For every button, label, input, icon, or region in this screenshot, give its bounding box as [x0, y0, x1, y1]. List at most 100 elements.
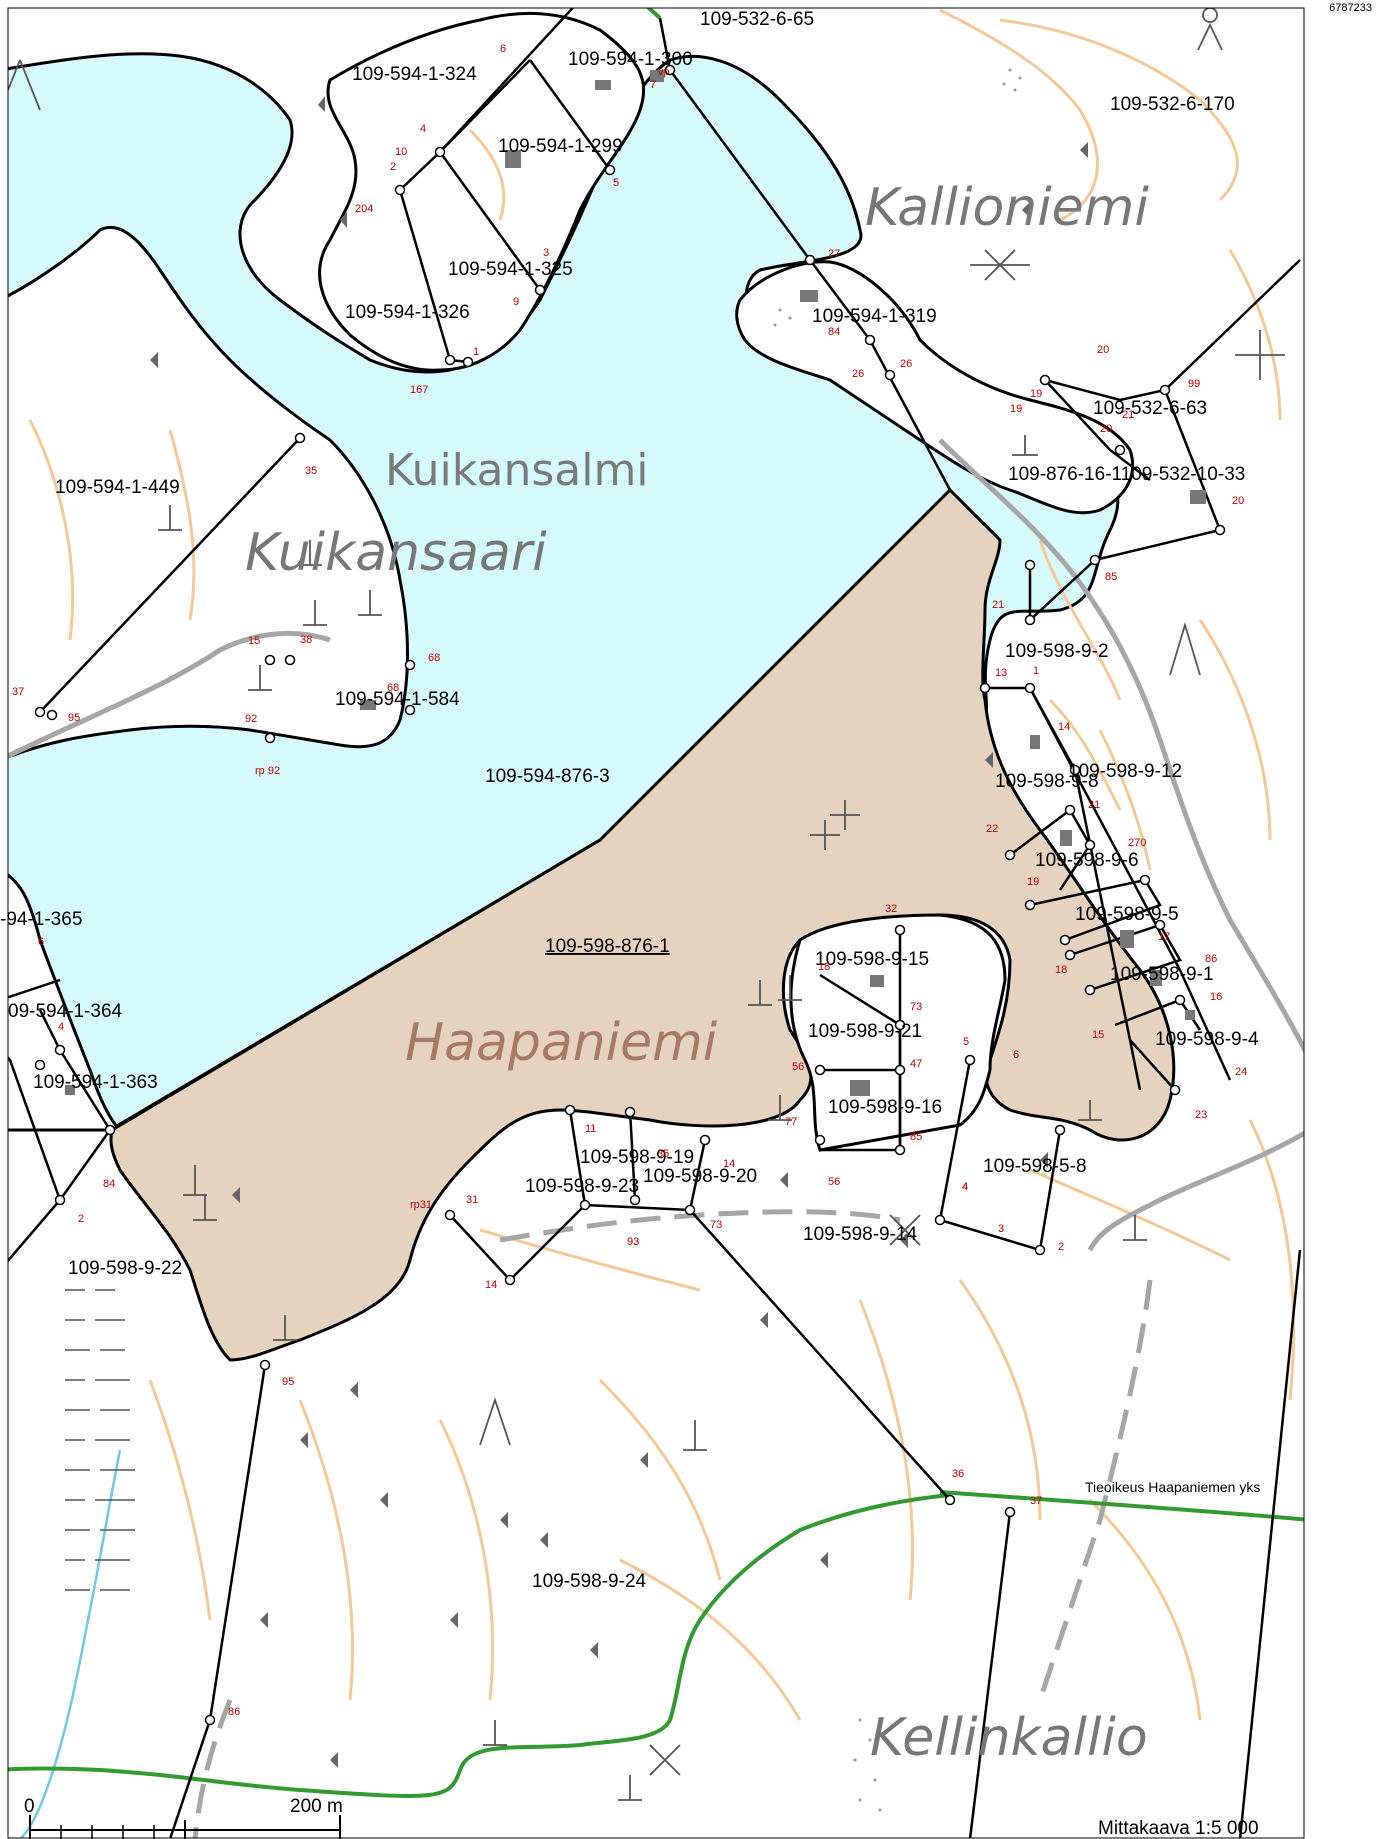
point-number: vp: [658, 66, 670, 78]
place-names: Kallioniemi Kuikansalmi Kuikansaari Haap…: [245, 178, 1149, 1768]
point-number: 36: [952, 1468, 964, 1480]
place-kuikansaari: Kuikansaari: [245, 523, 547, 583]
parcel-label: 109-598-9-22: [68, 1258, 182, 1279]
point-number: 4: [58, 1021, 64, 1033]
point-number: 99: [1188, 378, 1200, 390]
marsh-symbols: [65, 1289, 135, 1591]
point-number: 24: [1235, 1066, 1247, 1078]
point-number: 1: [473, 346, 479, 358]
parcel-label: 109-532-6-170: [1110, 94, 1235, 115]
parcel-label: 109-594-1-449: [55, 477, 180, 498]
place-kallioniemi: Kallioniemi: [865, 178, 1149, 238]
buildings: [65, 70, 1206, 1096]
point-number: rp 92: [255, 765, 280, 777]
scale-text: Mittakaava 1:5 000: [1098, 1818, 1259, 1839]
parcel-label: 109-598-9-16: [828, 1097, 942, 1118]
point-number: 38: [300, 634, 312, 646]
point-number: 26: [852, 368, 864, 380]
point-number: 6: [500, 43, 506, 55]
map-frame: [7, 7, 1305, 1839]
point-number: 68: [387, 682, 399, 694]
parcel-label: 109-532-6-65: [700, 9, 814, 30]
parcel-labels: 109-532-6-65 109-594-1-324 109-594-1-300…: [0, 9, 1259, 1592]
parcel-label: 109-594-1-584: [335, 689, 460, 710]
parcel-label: 109-598-9-23: [525, 1176, 639, 1197]
parcel-label: 109-598-9-8: [995, 771, 1099, 792]
point-number: 37: [12, 686, 24, 698]
parcel-label: 109-598-9-19: [580, 1147, 694, 1168]
parcel-label: 109-594-1-299: [498, 136, 623, 157]
scale-bar: 0 200 m: [24, 1796, 343, 1839]
parcel-label: 109-598-9-4: [1155, 1029, 1259, 1050]
point-number: 2: [78, 1213, 84, 1225]
scale-start: 0: [24, 1796, 35, 1817]
parcel-label: 109-598-9-20: [643, 1166, 757, 1187]
lake-kuikansalmi: [8, 52, 1120, 1132]
point-number: 2: [1058, 1241, 1064, 1253]
parcel-label: 109-594-1-326: [345, 302, 470, 323]
parcel-label: 109-598-9-12: [1068, 761, 1182, 782]
point-number: 19: [1030, 388, 1042, 400]
point-number: 26: [900, 358, 912, 370]
point-number: 18: [818, 961, 830, 973]
point-number: 7: [650, 79, 656, 91]
point-number: 3: [998, 1223, 1004, 1235]
parcel-label: 109-598-876-1: [545, 936, 670, 957]
parcel-label: 109-594-1-325: [448, 259, 573, 280]
point-number: 93: [627, 1236, 639, 1248]
point-number: 13: [995, 667, 1007, 679]
point-number: 84: [103, 1178, 115, 1190]
parcel-label: -94-1-365: [0, 909, 82, 930]
point-number: 21: [1122, 409, 1134, 421]
point-number: 68: [428, 652, 440, 664]
point-number: 84: [828, 326, 840, 338]
parcel-label: 109-876-16-1109-532-10-33: [1008, 464, 1245, 485]
point-number: 4: [962, 1181, 968, 1193]
point-number: 35: [305, 465, 317, 477]
point-number: 5: [613, 177, 619, 189]
point-number: 86: [1205, 953, 1217, 965]
road-right-label: Tieoikeus Haapaniemen yks: [1085, 1479, 1260, 1495]
parcel-label: 109-532-6-63: [1093, 398, 1207, 419]
point-number: 21: [992, 599, 1004, 611]
stream: [19, 1449, 122, 1838]
parcel-label: 109-598-9-14: [803, 1224, 918, 1245]
point-number: 14: [485, 1279, 497, 1291]
point-number: 20: [1097, 344, 1109, 356]
point-number: 4: [420, 123, 426, 135]
parcel-label: 109-598-9-1: [1110, 964, 1214, 985]
point-number: 85: [910, 1131, 922, 1143]
parcel-label: 109-598-9-5: [1075, 904, 1179, 925]
parcel-label: 109-598-9-15: [815, 949, 929, 970]
point-number: 14: [723, 1158, 735, 1170]
terrain-symbols: [8, 8, 1285, 1801]
point-number: 18: [1055, 964, 1067, 976]
place-haapaniemi: Haapaniemi: [405, 1013, 718, 1073]
point-number: 204: [355, 203, 373, 215]
point-number: 16: [1210, 991, 1222, 1003]
point-number: 77: [785, 1116, 797, 1128]
point-number: 21: [1088, 799, 1100, 811]
roads: [8, 438, 1304, 1838]
point-number: 27: [828, 248, 840, 260]
parcel-label: 109-598-9-6: [1035, 850, 1139, 871]
parcel-label: 109-598-9-21: [808, 1021, 922, 1042]
parcel-label: 09-594-1-364: [8, 1001, 123, 1022]
point-number: 6: [38, 936, 44, 948]
point-number: 15: [248, 635, 260, 647]
kallioniemi-peninsula: [735, 260, 1135, 515]
point-number: 167: [410, 384, 428, 396]
boundary-points: [34, 64, 1226, 1726]
scale-end: 200 m: [290, 1796, 343, 1817]
point-number: 35: [657, 1148, 669, 1160]
point-number: 4: [962, 1181, 968, 1193]
point-number: 1: [1033, 665, 1039, 677]
parcel-label: 109-598-9-24: [532, 1571, 647, 1592]
point-number: 85: [1105, 571, 1117, 583]
point-number: 5: [963, 1036, 969, 1048]
point-number: 9: [513, 296, 519, 308]
point-number: 20: [1232, 495, 1244, 507]
point-number: 95: [282, 1376, 294, 1388]
point-number: 19: [1027, 876, 1039, 888]
